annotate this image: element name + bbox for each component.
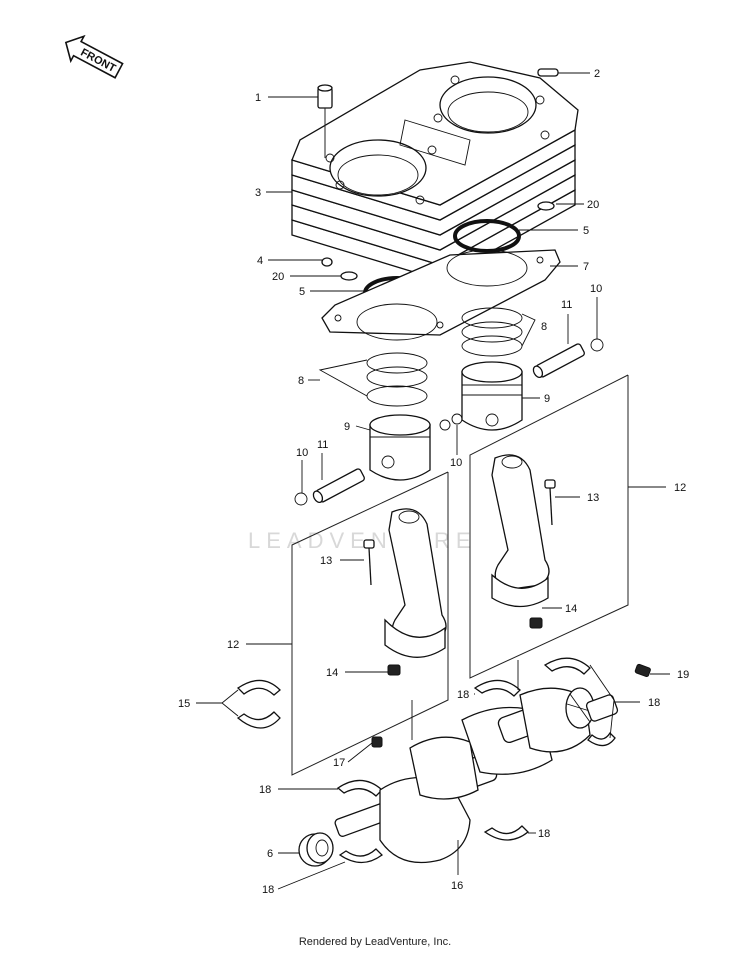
circlip-right-drawing <box>590 338 604 352</box>
footer-credit: Rendered by LeadVenture, Inc. <box>298 936 452 948</box>
con-rod-left-bracket <box>291 471 449 776</box>
callout-17: 17 <box>333 757 345 769</box>
callout-14-left: 14 <box>326 667 338 679</box>
callout-10-right: 10 <box>590 283 602 295</box>
main-bearing-insert-a <box>473 679 521 697</box>
callout-9-right: 9 <box>544 393 550 405</box>
crankshaft-drawing <box>334 687 619 864</box>
cylinder-nut-drawing <box>321 257 333 267</box>
callout-labels: 1 2 3 20 5 4 20 7 5 11 10 8 8 9 9 10 11 … <box>178 68 689 896</box>
main-bearing-insert-f <box>587 731 616 747</box>
callout-18-e: 18 <box>262 884 274 896</box>
callout-13-left: 13 <box>320 555 332 567</box>
dowel-o-ring-left-drawing <box>340 271 358 281</box>
con-rod-left-drawing <box>384 508 447 658</box>
dowel-o-ring-right-drawing <box>537 201 555 211</box>
con-rod-right-bracket <box>469 374 629 679</box>
callout-8-left: 8 <box>298 375 304 387</box>
callout-13-right: 13 <box>587 492 599 504</box>
callout-18-b: 18 <box>648 697 660 709</box>
callout-18-a: 18 <box>457 689 469 701</box>
callout-9-left: 9 <box>344 421 350 433</box>
piston-right-drawing <box>461 361 523 431</box>
callout-10-left: 10 <box>296 447 308 459</box>
piston-pin-right-drawing <box>532 343 585 379</box>
callout-8-right: 8 <box>541 321 547 333</box>
cylinder-block-drawing <box>291 61 579 281</box>
base-gasket-drawing <box>321 249 561 341</box>
rod-bolt-right-drawing <box>544 479 556 526</box>
callout-1: 1 <box>255 92 261 104</box>
callout-14-right: 14 <box>565 603 577 615</box>
callout-15: 15 <box>178 698 190 710</box>
piston-pin-left-drawing <box>312 468 365 504</box>
callout-20-left: 20 <box>272 271 284 283</box>
main-bearing-insert-e <box>338 848 383 864</box>
o-ring-right-drawing <box>453 219 521 253</box>
leader-lines <box>196 72 670 890</box>
rod-bolt-left-drawing <box>363 539 375 586</box>
callout-5-right: 5 <box>583 225 589 237</box>
callout-6: 6 <box>267 848 273 860</box>
callout-4: 4 <box>257 255 263 267</box>
callout-7: 7 <box>583 261 589 273</box>
callout-16: 16 <box>451 880 463 892</box>
rod-nut-left-drawing <box>387 664 401 676</box>
callout-19: 19 <box>677 669 689 681</box>
small-gasket-drawing <box>537 68 559 77</box>
piston-left-drawing <box>369 414 431 481</box>
circlip-left-drawing <box>294 492 308 506</box>
knock-pin-drawing <box>634 663 651 678</box>
dowel-pin-drawing <box>317 84 333 158</box>
circlip-mid-drawing <box>451 413 463 425</box>
rod-bearing-insert-drawing <box>236 679 281 729</box>
circlip-mid2-drawing <box>439 419 451 431</box>
main-bearing-insert-c <box>336 779 383 797</box>
callout-11-right: 11 <box>561 299 572 311</box>
rod-nut-right-drawing <box>529 617 543 629</box>
callout-18-d: 18 <box>538 828 550 840</box>
crank-plug-drawing <box>371 736 383 748</box>
oil-seal-drawing <box>298 832 334 867</box>
callout-3: 3 <box>255 187 261 199</box>
piston-rings-left-drawing <box>366 352 428 407</box>
main-bearing-insert-b <box>543 657 591 675</box>
callout-2: 2 <box>594 68 600 80</box>
callout-20-right: 20 <box>587 199 599 211</box>
con-rod-right-drawing <box>491 454 550 608</box>
callout-12-right: 12 <box>674 482 686 494</box>
callout-11-left: 11 <box>317 439 328 451</box>
callout-5-left: 5 <box>299 286 305 298</box>
front-arrow-icon: FRONT <box>64 34 124 79</box>
callout-12-left: 12 <box>227 639 239 651</box>
watermark-text: LEADVENTURE <box>248 528 477 553</box>
main-bearing-insert-d <box>483 825 529 841</box>
callout-18-c: 18 <box>259 784 271 796</box>
callout-10-mid: 10 <box>450 457 462 469</box>
